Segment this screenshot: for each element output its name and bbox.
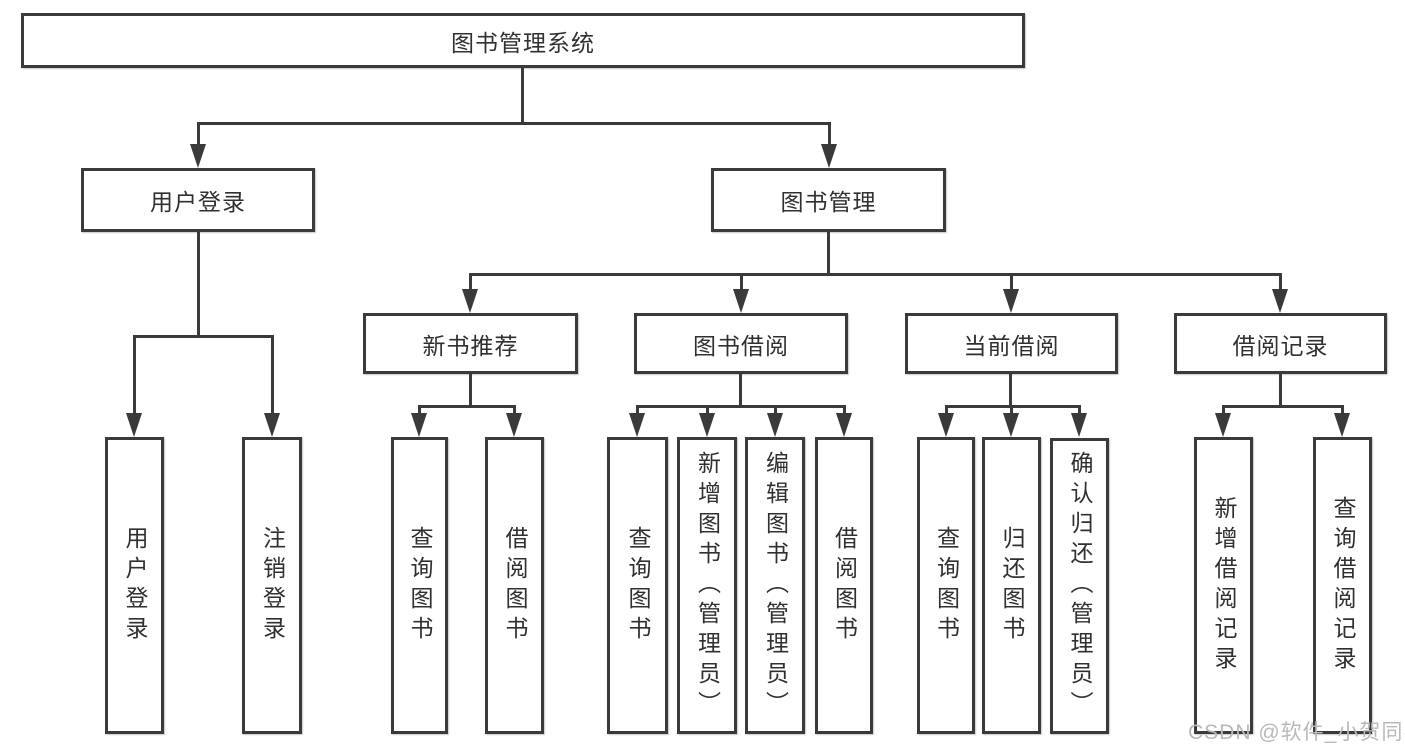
arrow-down-icon xyxy=(1334,413,1350,437)
node-book-borrow: 图书借阅 xyxy=(634,313,848,374)
connector-root-stem xyxy=(521,68,524,122)
arrow-down-icon xyxy=(126,413,142,437)
connector-borrow-records-stem xyxy=(1279,374,1282,405)
arrow-down-icon xyxy=(264,413,280,437)
node-new-book-recommend: 新书推荐 xyxy=(363,313,578,374)
connector-current-borrow-hline xyxy=(945,405,1081,408)
connector-drop-leaf-user-login xyxy=(133,335,136,413)
arrow-down-icon xyxy=(821,144,837,168)
connector-drop-leaf-logout xyxy=(271,335,274,413)
connector-drop xyxy=(1341,405,1344,415)
leaf-query-books-recommend: 查询图书 xyxy=(391,437,448,734)
connector-drop-new-book xyxy=(469,273,472,289)
connector-drop-user-login xyxy=(197,122,200,146)
connector-drop xyxy=(774,405,777,415)
connector-drop xyxy=(418,405,421,415)
connector-book-borrow-stem xyxy=(739,374,742,405)
connector-user-login-stem xyxy=(197,232,200,335)
arrow-down-icon xyxy=(767,413,783,437)
leaf-add-borrow-record: 新增借阅记录 xyxy=(1194,437,1253,734)
node-user-login: 用户登录 xyxy=(81,168,315,232)
arrow-down-icon xyxy=(1003,289,1019,313)
connector-root-hline xyxy=(197,122,831,125)
leaf-add-books-admin: 新增图书（管理员） xyxy=(677,437,737,734)
node-book-management: 图书管理 xyxy=(711,168,946,232)
connector-drop xyxy=(513,405,516,415)
connector-book-borrow-hline xyxy=(636,405,846,408)
connector-drop xyxy=(843,405,846,415)
connector-drop-current-borrow xyxy=(1010,273,1013,289)
arrow-down-icon xyxy=(938,413,954,437)
connector-drop-book-management xyxy=(828,122,831,146)
leaf-borrow-books-recommend: 借阅图书 xyxy=(485,437,544,734)
node-current-borrow: 当前借阅 xyxy=(905,313,1118,374)
connector-drop xyxy=(1010,405,1013,415)
leaf-borrow-books: 借阅图书 xyxy=(815,437,873,734)
connector-user-login-hline xyxy=(133,335,273,338)
connector-drop xyxy=(636,405,639,415)
leaf-user-login: 用户登录 xyxy=(105,437,164,734)
connector-drop-borrow-records xyxy=(1279,273,1282,289)
arrow-down-icon xyxy=(733,289,749,313)
connector-drop xyxy=(706,405,709,415)
arrow-down-icon xyxy=(629,413,645,437)
leaf-query-books-borrow: 查询图书 xyxy=(607,437,668,734)
arrow-down-icon xyxy=(1215,413,1231,437)
leaf-confirm-return-admin: 确认归还（管理员） xyxy=(1050,438,1109,734)
connector-drop xyxy=(1078,405,1081,415)
connector-drop xyxy=(945,405,948,415)
csdn-watermark: CSDN @软件_小贺同学 xyxy=(1188,721,1405,744)
connector-book-management-hline xyxy=(469,273,1282,276)
arrow-down-icon xyxy=(190,144,206,168)
arrow-down-icon xyxy=(506,413,522,437)
leaf-edit-books-admin: 编辑图书（管理员） xyxy=(745,437,805,734)
arrow-down-icon xyxy=(1071,413,1087,437)
leaf-return-books: 归还图书 xyxy=(982,437,1041,734)
leaf-query-borrow-record: 查询借阅记录 xyxy=(1313,437,1372,734)
node-borrow-records: 借阅记录 xyxy=(1174,313,1387,374)
leaf-logout: 注销登录 xyxy=(242,437,302,734)
arrow-down-icon xyxy=(699,413,715,437)
arrow-down-icon xyxy=(1003,413,1019,437)
connector-new-book-hline xyxy=(418,405,516,408)
connector-drop-book-borrow xyxy=(740,273,743,289)
arrow-down-icon xyxy=(836,413,852,437)
leaf-query-books-current: 查询图书 xyxy=(917,437,975,734)
arrow-down-icon xyxy=(411,413,427,437)
arrow-down-icon xyxy=(462,289,478,313)
connector-current-borrow-stem xyxy=(1009,374,1012,405)
connector-drop xyxy=(1222,405,1225,415)
arrow-down-icon xyxy=(1272,289,1288,313)
connector-book-management-stem xyxy=(827,232,830,273)
node-root-library-system: 图书管理系统 xyxy=(21,13,1025,68)
connector-new-book-stem xyxy=(469,374,472,405)
connector-borrow-records-hline xyxy=(1222,405,1344,408)
